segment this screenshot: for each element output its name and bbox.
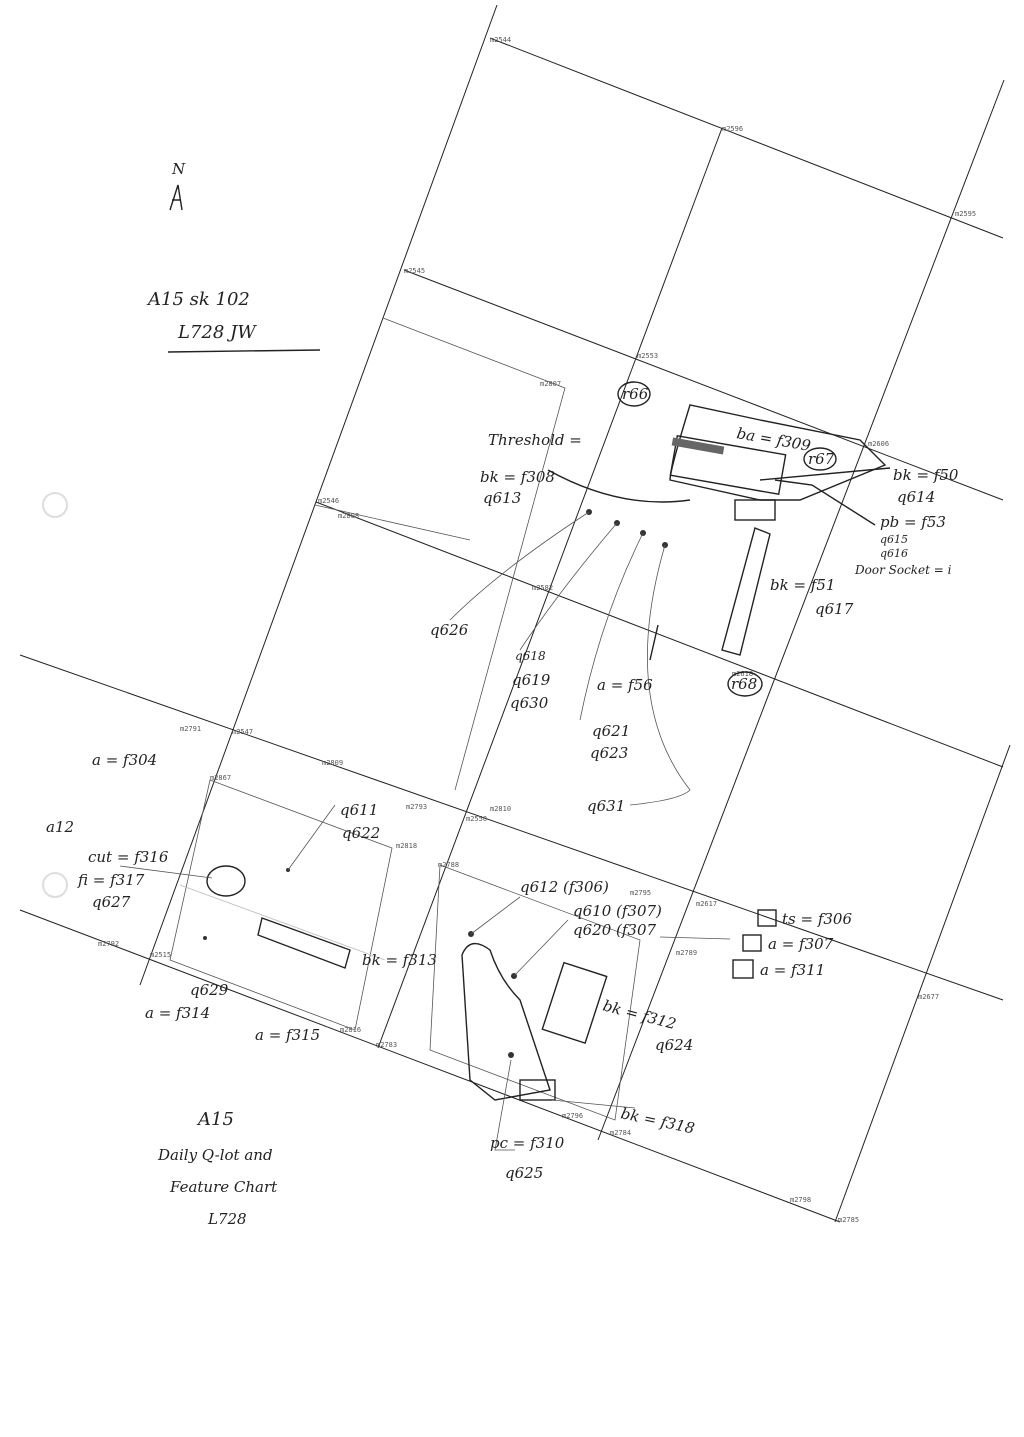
svg-text:q615: q615 <box>880 533 908 546</box>
svg-text:m2783: m2783 <box>376 1041 397 1049</box>
svg-text:q626: q626 <box>430 621 469 639</box>
svg-text:ts = f306: ts = f306 <box>782 910 852 928</box>
svg-text:m2784: m2784 <box>610 1129 631 1137</box>
svg-text:q629: q629 <box>190 981 229 999</box>
caption: A15 Daily Q-lot and Feature Chart L728 <box>157 1109 278 1228</box>
grid-lines <box>19 4 1011 1223</box>
svg-text:bk = f51: bk = f51 <box>770 576 835 594</box>
svg-text:m2544: m2544 <box>490 36 511 44</box>
svg-text:cut = f316: cut = f316 <box>88 848 169 866</box>
svg-text:Door Socket = i: Door Socket = i <box>854 563 952 577</box>
svg-text:m2788: m2788 <box>438 861 459 869</box>
svg-text:q627: q627 <box>92 893 131 911</box>
trench-outlines <box>169 317 641 1121</box>
svg-text:m2515: m2515 <box>150 951 171 959</box>
svg-text:a = f314: a = f314 <box>145 1004 210 1022</box>
svg-text:m2596: m2596 <box>722 125 743 133</box>
sketch-subtitle: L728 JW <box>177 322 257 343</box>
svg-text:m2808: m2808 <box>338 512 359 520</box>
svg-text:bk = f50: bk = f50 <box>893 466 959 484</box>
svg-text:a = f315: a = f315 <box>255 1026 320 1044</box>
svg-text:q614: q614 <box>897 488 935 506</box>
svg-text:a = f304: a = f304 <box>92 751 157 769</box>
svg-text:q621: q621 <box>592 722 630 740</box>
svg-text:m2617: m2617 <box>696 900 717 908</box>
svg-text:m2789: m2789 <box>676 949 697 957</box>
svg-text:q610 (f307): q610 (f307) <box>573 902 662 920</box>
svg-text:bk = f308: bk = f308 <box>480 468 555 486</box>
svg-text:m2793: m2793 <box>406 803 427 811</box>
svg-text:m2867: m2867 <box>210 774 231 782</box>
svg-text:m2677: m2677 <box>918 993 939 1001</box>
svg-text:a12: a12 <box>46 818 74 836</box>
svg-text:m2547: m2547 <box>232 728 253 736</box>
svg-text:pb = f53: pb = f53 <box>880 513 946 531</box>
svg-text:Threshold =: Threshold = <box>488 431 582 449</box>
feature-labels: Threshold = bk = f308 q613 ba = f309 bk … <box>46 424 959 1182</box>
svg-text:q616: q616 <box>880 547 908 560</box>
legend-swatch-a-f307 <box>742 934 762 952</box>
ref-r67: r67 <box>808 450 835 468</box>
svg-text:m2545: m2545 <box>404 267 425 275</box>
svg-text:Daily Q-lot and: Daily Q-lot and <box>157 1146 273 1164</box>
north-arrow: N <box>169 160 186 211</box>
svg-text:q619: q619 <box>512 671 551 689</box>
svg-text:m2818: m2818 <box>396 842 417 850</box>
svg-text:q624: q624 <box>655 1036 693 1054</box>
svg-text:q611: q611 <box>340 801 378 819</box>
svg-text:a = f311: a = f311 <box>760 961 825 979</box>
svg-text:m2792: m2792 <box>98 940 119 948</box>
building-sketch-lower-left <box>119 804 351 969</box>
ref-r66: r66 <box>622 385 649 403</box>
svg-text:m2816: m2816 <box>340 1026 361 1034</box>
svg-text:bk = f313: bk = f313 <box>362 951 437 969</box>
svg-text:m2807: m2807 <box>540 380 561 388</box>
svg-text:L728: L728 <box>207 1210 247 1228</box>
svg-text:bk = f312: bk = f312 <box>601 996 678 1033</box>
svg-text:m2809: m2809 <box>322 759 343 767</box>
svg-text:m2791: m2791 <box>180 725 201 733</box>
reference-points: r66 r67 r68 <box>617 381 837 697</box>
legend: ts = f306 a = f307 a = f311 <box>732 909 852 979</box>
svg-text:q623: q623 <box>590 744 628 762</box>
svg-text:m2785: m2785 <box>838 1216 859 1224</box>
svg-text:q631: q631 <box>587 797 625 815</box>
legend-swatch-a-f311 <box>732 959 754 979</box>
svg-text:m2606: m2606 <box>868 440 889 448</box>
punch-hole <box>42 492 68 518</box>
svg-text:q618: q618 <box>515 649 546 663</box>
punch-hole <box>42 872 68 898</box>
svg-text:q617: q617 <box>815 600 854 618</box>
svg-text:q630: q630 <box>510 694 549 712</box>
svg-text:q625: q625 <box>505 1164 543 1182</box>
svg-text:m2810: m2810 <box>490 805 511 813</box>
svg-text:q613: q613 <box>483 489 521 507</box>
svg-text:m2550: m2550 <box>466 815 487 823</box>
svg-text:m2553: m2553 <box>637 352 658 360</box>
ref-r68: r68 <box>731 675 757 693</box>
svg-text:q620 (f307: q620 (f307 <box>573 921 656 939</box>
svg-text:a = f307: a = f307 <box>768 935 834 953</box>
svg-text:q612 (f306): q612 (f306) <box>520 878 609 896</box>
svg-text:q622: q622 <box>342 824 380 842</box>
sketch-title: A15 sk 102 <box>146 289 250 310</box>
svg-text:m2595: m2595 <box>955 210 976 218</box>
building-sketch-lower-middle <box>461 896 731 1151</box>
svg-text:pc = f310: pc = f310 <box>490 1134 565 1152</box>
svg-text:A15: A15 <box>196 1109 234 1130</box>
legend-swatch-ts <box>757 909 777 927</box>
svg-text:Feature Chart: Feature Chart <box>169 1178 278 1196</box>
svg-text:m2618: m2618 <box>732 670 753 678</box>
svg-text:m2798: m2798 <box>790 1196 811 1204</box>
svg-text:m2795: m2795 <box>630 889 651 897</box>
grid-markers: m2544 m2596 m2595 m2545 m2553 m2606 m254… <box>98 36 976 1224</box>
building-sketch-upper <box>449 404 891 806</box>
svg-text:N: N <box>171 160 186 178</box>
svg-text:a = f56: a = f56 <box>597 676 653 694</box>
svg-text:fi = f317: fi = f317 <box>77 871 145 889</box>
svg-text:m2582: m2582 <box>532 584 553 592</box>
svg-text:m2546: m2546 <box>318 497 339 505</box>
svg-text:m2796: m2796 <box>562 1112 583 1120</box>
